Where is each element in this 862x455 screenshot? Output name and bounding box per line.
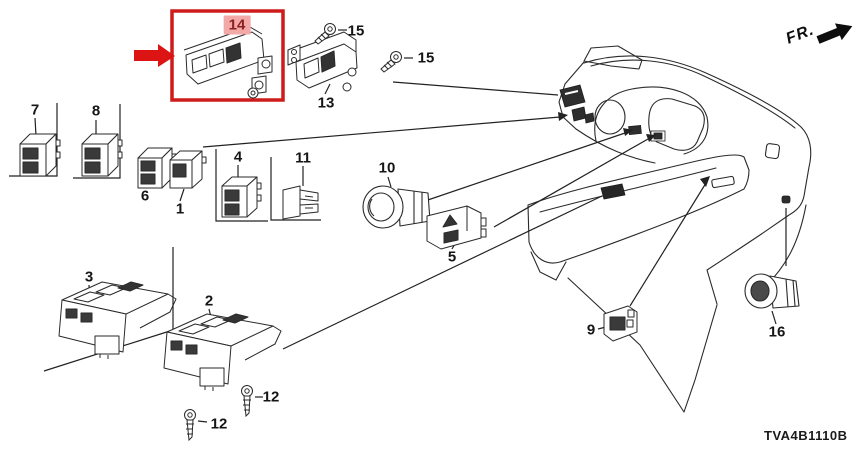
callout-16[interactable]: 16 xyxy=(768,323,786,341)
callout-15b[interactable]: 15 xyxy=(417,49,435,67)
part-7-drawing xyxy=(19,133,61,177)
callout-12b[interactable]: 12 xyxy=(210,415,228,433)
callout-15a[interactable]: 15 xyxy=(347,22,365,40)
part-11-drawing xyxy=(282,185,319,220)
part-4-drawing xyxy=(221,176,262,218)
mount-location-marks xyxy=(559,84,791,204)
part-13-drawing xyxy=(287,31,358,92)
callout-13[interactable]: 13 xyxy=(317,94,335,112)
part-8-drawing xyxy=(81,133,123,177)
callout-6[interactable]: 6 xyxy=(140,187,150,205)
screw-12b-icon xyxy=(184,409,196,442)
part-14-drawing xyxy=(183,26,273,99)
callout-7[interactable]: 7 xyxy=(30,101,40,119)
part-16-drawing xyxy=(744,273,800,309)
callout-3[interactable]: 3 xyxy=(84,268,94,286)
callout-10[interactable]: 10 xyxy=(378,159,396,177)
part-9-drawing xyxy=(603,305,638,342)
part-2-drawing xyxy=(163,313,282,391)
callout-4[interactable]: 4 xyxy=(233,148,243,166)
part-6-drawing xyxy=(137,147,177,189)
part-10-drawing xyxy=(362,185,431,229)
callout-1[interactable]: 1 xyxy=(175,200,185,218)
callout-5[interactable]: 5 xyxy=(447,248,457,266)
fr-direction-arrow-icon xyxy=(816,23,853,44)
drawing-code: TVA4B1110B xyxy=(764,428,848,443)
callout-8[interactable]: 8 xyxy=(91,102,101,120)
part-5-drawing xyxy=(426,205,487,250)
screw-12a-icon xyxy=(241,385,253,418)
screw-15b-icon xyxy=(380,51,402,73)
callout-12a[interactable]: 12 xyxy=(262,388,280,406)
callout-14-highlighted[interactable]: 14 xyxy=(223,15,251,35)
part-1-drawing xyxy=(169,150,207,189)
leader-lines xyxy=(202,81,787,350)
callout-11[interactable]: 11 xyxy=(295,149,311,167)
highlight-arrow-icon xyxy=(134,44,175,67)
screw-15a-icon xyxy=(314,23,336,45)
callout-9[interactable]: 9 xyxy=(586,321,596,339)
callout-2[interactable]: 2 xyxy=(204,292,214,310)
part-3-drawing xyxy=(58,281,177,359)
